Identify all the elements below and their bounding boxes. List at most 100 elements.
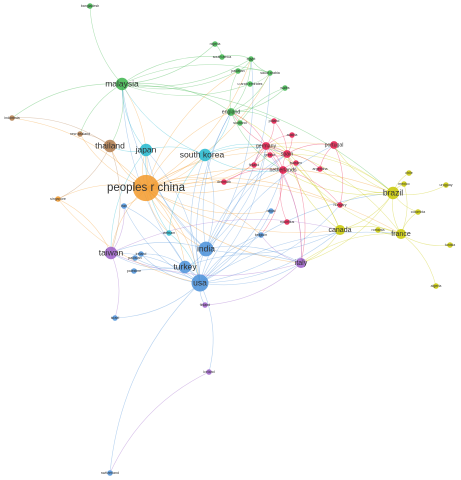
node-new-zealand[interactable]: [77, 131, 83, 137]
node-south-africa[interactable]: [219, 54, 225, 60]
node-peoples-r-china[interactable]: [132, 174, 160, 202]
edge-iran-usa: [123, 205, 201, 284]
node-romania[interactable]: [375, 227, 381, 233]
node-scotland[interactable]: [237, 120, 243, 126]
node-japan[interactable]: [139, 143, 153, 157]
node-usa[interactable]: [191, 274, 209, 292]
edge-thailand-indonesia: [11, 117, 111, 147]
edge-france-spain: [286, 153, 402, 235]
node-france[interactable]: [395, 228, 407, 240]
edge-usa-switzerland: [109, 282, 201, 474]
edge-singapore-taiwan: [57, 198, 112, 254]
node-india[interactable]: [198, 241, 214, 257]
edge-india-germany: [205, 145, 267, 250]
edge-wales-scotland: [239, 87, 286, 124]
node-indonesia[interactable]: [9, 115, 15, 121]
node-austria[interactable]: [289, 132, 295, 138]
node-taiwan[interactable]: [104, 246, 118, 260]
edge-malaysia-saudi-arabia: [121, 64, 271, 85]
edge-england-saudi-arabia: [230, 72, 271, 113]
node-ireland[interactable]: [138, 251, 144, 257]
edge-usa-netherlands: [199, 169, 284, 284]
node-argentina[interactable]: [317, 166, 323, 172]
edge-brazil-italy: [300, 192, 394, 264]
node-vietnam[interactable]: [166, 230, 172, 236]
node-saudi-arabia[interactable]: [267, 70, 273, 76]
edge-peoples-r-china-belgium: [145, 187, 262, 236]
edge-india-spain: [205, 153, 288, 250]
node-pakistan[interactable]: [132, 255, 138, 261]
node-netherlands[interactable]: [279, 166, 287, 174]
edge-peoples-r-china-canada: [145, 187, 341, 234]
node-pakistan-2[interactable]: [235, 68, 241, 74]
edge-malaysia-pakistan-2: [121, 70, 239, 90]
edge-south-korea-malaysia: [121, 83, 206, 156]
node-south-korea[interactable]: [198, 148, 212, 162]
node-turkey[interactable]: [178, 260, 192, 274]
node-singapore[interactable]: [55, 196, 61, 202]
edge-brazil-portugal: [333, 144, 394, 194]
edge-netherlands-hungary: [282, 169, 341, 206]
edge-layer: [11, 5, 451, 474]
edge-usa-japan: [145, 149, 201, 284]
node-hungary[interactable]: [337, 202, 343, 208]
node-egypt[interactable]: [248, 56, 254, 62]
node-thailand[interactable]: [103, 139, 117, 153]
edge-canada-germany: [265, 145, 341, 231]
node-spain[interactable]: [283, 150, 291, 158]
node-canada[interactable]: [334, 224, 346, 236]
edge-brazil-canada: [339, 192, 394, 231]
edge-usa-italy: [199, 262, 302, 286]
node-sweden[interactable]: [293, 160, 299, 166]
node-u-arab-emirates[interactable]: [247, 81, 253, 87]
node-uruguay[interactable]: [443, 182, 449, 188]
edge-usa-taiwan: [110, 252, 201, 284]
node-switzerland[interactable]: [107, 470, 113, 476]
edge-malaysia-u-arab-emirates: [121, 83, 251, 96]
node-chile[interactable]: [406, 170, 412, 176]
node-finland[interactable]: [251, 162, 257, 168]
edge-brazil-uruguay: [392, 184, 447, 195]
node-nigeria[interactable]: [212, 41, 218, 47]
node-portugal[interactable]: [330, 141, 338, 149]
node-palestine[interactable]: [131, 268, 137, 274]
node-belgium[interactable]: [258, 232, 264, 238]
node-algeria[interactable]: [433, 283, 439, 289]
edge-thailand-singapore: [57, 145, 111, 200]
node-poland[interactable]: [271, 118, 277, 124]
node-greece[interactable]: [267, 152, 273, 158]
node-italy[interactable]: [295, 257, 307, 269]
node-israel[interactable]: [112, 315, 118, 321]
edge-peoples-r-china-portugal: [145, 142, 335, 189]
edge-egypt-saudi-arabia: [250, 58, 271, 74]
edge-usa-france: [199, 231, 402, 284]
node-iran[interactable]: [121, 203, 127, 209]
node-denmark[interactable]: [221, 179, 227, 185]
node-finland-2[interactable]: [202, 302, 208, 308]
node-mexico[interactable]: [401, 181, 407, 187]
edge-brazil-germany: [265, 145, 394, 194]
node-tunisia[interactable]: [447, 242, 453, 248]
node-germany[interactable]: [262, 142, 270, 150]
node-malaysia[interactable]: [115, 77, 129, 91]
edge-singapore-usa: [57, 198, 201, 284]
edge-malaysia-indonesia: [11, 83, 123, 119]
edge-france-algeria: [400, 233, 437, 287]
edge-peoples-r-china-pakistan-2: [145, 70, 239, 189]
node-brazil[interactable]: [386, 186, 400, 200]
edge-taiwan-canada: [110, 219, 341, 254]
node-layer: [9, 3, 453, 476]
node-wales[interactable]: [282, 85, 288, 91]
edge-india-italy: [205, 245, 302, 264]
node-mauritius[interactable]: [284, 219, 290, 225]
node-england[interactable]: [227, 108, 235, 116]
edge-peoples-r-china-brazil: [145, 167, 394, 194]
edge-germany-england: [230, 111, 267, 147]
edge-england-egypt: [230, 58, 252, 113]
node-nepal[interactable]: [268, 208, 274, 214]
node-bangladesh[interactable]: [87, 3, 93, 9]
node-colombia[interactable]: [415, 209, 421, 215]
edge-malaysia-bangladesh: [89, 5, 123, 85]
node-iceland[interactable]: [206, 369, 212, 375]
